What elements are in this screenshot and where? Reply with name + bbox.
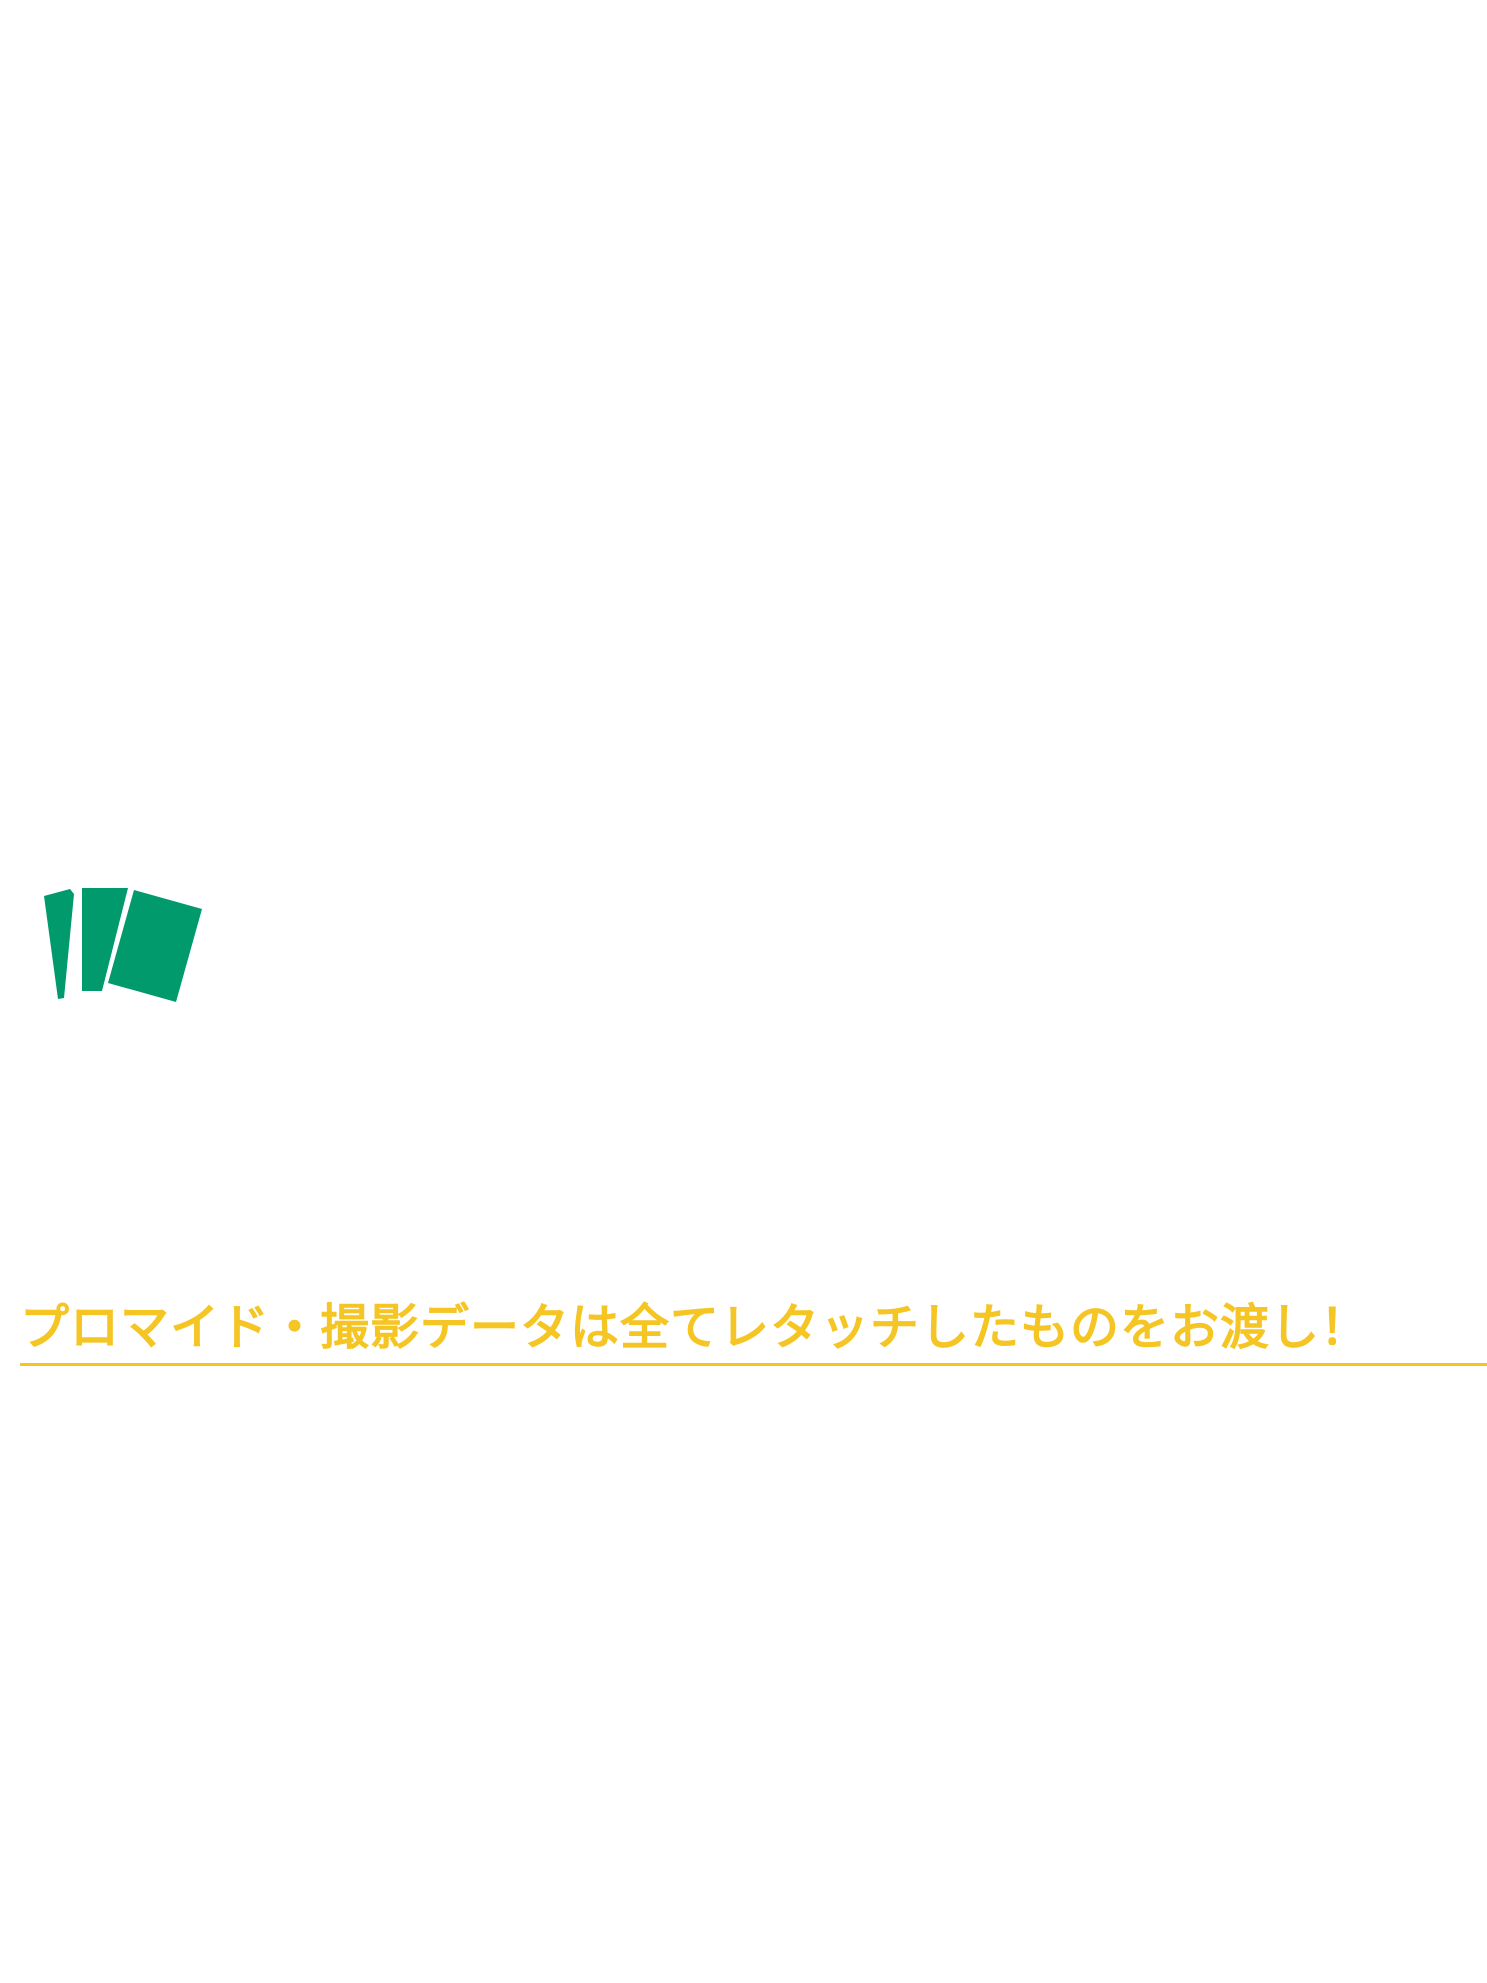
card-front — [108, 890, 202, 1002]
card-back — [44, 889, 74, 999]
headline-text: プロマイド・撮影データは全てレタッチしたものをお渡し！ — [20, 1296, 1487, 1366]
photo-cards-icon — [40, 882, 210, 1012]
card-middle — [82, 888, 128, 991]
